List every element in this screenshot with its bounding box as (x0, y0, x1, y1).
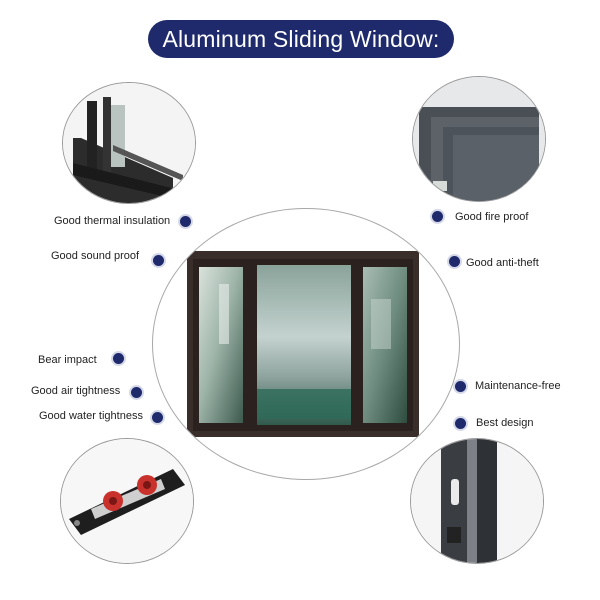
feature-bullet-icon (180, 216, 191, 227)
feature-bullet-icon (152, 412, 163, 423)
feature-bullet-icon (113, 353, 124, 364)
feature-bullet-icon (449, 256, 460, 267)
feature-label-thermal-insulation: Good thermal insulation (54, 215, 171, 227)
feature-bullet-icon (455, 418, 466, 429)
sliding-window-illustration (187, 251, 419, 437)
feature-label-water-tightness: Good water tightness (39, 410, 143, 422)
feature-label-maintenance-free: Maintenance-free (475, 380, 561, 392)
feature-bullet-icon (153, 255, 164, 266)
feature-label-fire-proof: Good fire proof (455, 211, 529, 223)
profile-closeup-circle (62, 82, 196, 204)
feature-label-bear-impact: Bear impact (38, 354, 97, 366)
feature-label-sound-proof: Good sound proof (51, 250, 140, 262)
feature-label-air-tightness: Good air tightness (31, 385, 121, 397)
lock-handle-circle (410, 438, 544, 564)
feature-label-anti-theft: Good anti-theft (466, 257, 539, 269)
feature-bullet-icon (455, 381, 466, 392)
feature-bullet-icon (131, 387, 142, 398)
feature-label-best-design: Best design (476, 417, 534, 429)
roller-circle (60, 438, 194, 564)
main-window-circle (152, 208, 460, 480)
frame-corner-circle (412, 76, 546, 202)
page-title: Aluminum Sliding Window: (148, 20, 454, 58)
feature-bullet-icon (432, 211, 443, 222)
